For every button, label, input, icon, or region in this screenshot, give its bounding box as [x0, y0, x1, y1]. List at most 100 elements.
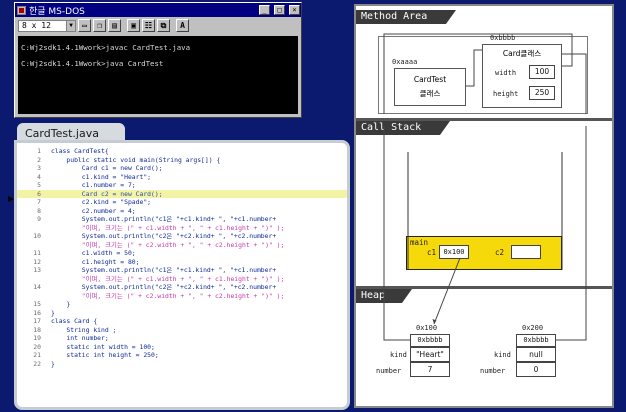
- code-text-continued: "이며, 크기는 (" + c1.width + ", " + c1.heigh…: [51, 223, 285, 232]
- obj2-number-label: number: [480, 367, 506, 375]
- fullscreen-icon[interactable]: ▣: [127, 19, 140, 32]
- code-text: }: [51, 308, 55, 317]
- line-number: 4: [37, 172, 41, 181]
- code-line[interactable]: 11 c1.width = 50;: [17, 249, 347, 258]
- cardtest-addr: 0xaaaa: [392, 58, 418, 66]
- code-line[interactable]: 7 c2.kind = "Spade";: [17, 198, 347, 207]
- line-number: 3: [37, 164, 41, 172]
- width-value: 100: [529, 65, 555, 79]
- code-line[interactable]: 1 class CardTest{: [17, 147, 347, 156]
- dos-window-title: 한글 MS-DOS: [29, 6, 85, 17]
- code-line[interactable]: 3 Card c1 = new Card();: [17, 164, 347, 173]
- code-text: Card c1 = new Card();: [51, 164, 163, 172]
- font-size-select[interactable]: 8 x 12 ▼: [18, 19, 76, 32]
- obj1-number-label: number: [376, 367, 402, 375]
- minimize-button[interactable]: _: [259, 5, 270, 15]
- c2-value: [511, 245, 541, 259]
- code-line[interactable]: 4 c1.kind = "Heart";: [17, 173, 347, 182]
- memory-diagram: Method Area 0xaaaa CardTest 클래스 0xbbbb C…: [354, 4, 614, 408]
- code-line[interactable]: 19 int number;: [17, 334, 347, 343]
- code-text: c1.kind = "Heart";: [51, 172, 152, 181]
- obj2-class-ref: 0xbbbb: [516, 334, 556, 347]
- code-line[interactable]: 13 System.out.println("c1은 "+c1.kind+ ",…: [17, 266, 347, 283]
- line-number: 8: [37, 206, 41, 215]
- code-line[interactable]: 17 class Card {: [17, 317, 347, 326]
- maximize-button[interactable]: □: [274, 5, 285, 15]
- code-text-continued: "이며, 크기는 (" + c1.width + ", " + c1.heigh…: [51, 274, 285, 283]
- dos-title-bar: 한글 MS-DOS _ □ ×: [15, 3, 301, 17]
- code-line[interactable]: 15 }: [17, 300, 347, 309]
- code-text: System.out.println("c1은 "+c1.kind+ ", "+…: [51, 266, 277, 274]
- paste-icon[interactable]: ▤: [108, 19, 121, 32]
- code-line[interactable]: 16}: [17, 309, 347, 318]
- obj1-kind-value: "Heart": [410, 347, 450, 362]
- code-line[interactable]: 22}: [17, 360, 347, 369]
- reference-lines: [383, 33, 587, 341]
- code-text: System.out.println("c1은 "+c1.kind+ ", "+…: [51, 215, 277, 223]
- font-size-select-value: 8 x 12: [22, 20, 51, 30]
- code-text: c1.width = 50;: [51, 249, 136, 257]
- code-text: System.out.println("c2은 "+c2.kind+ ", "+…: [51, 232, 277, 240]
- code-line[interactable]: 8 c2.number = 4;: [17, 207, 347, 216]
- line-number: 12: [33, 257, 41, 266]
- line-number: 10: [33, 232, 41, 240]
- properties-icon[interactable]: ☷: [142, 19, 155, 32]
- code-text: class CardTest{: [51, 147, 109, 155]
- dos-toolbar: 8 x 12 ▼ ▭ ❐ ▤ ▣ ☷ ⧉ A: [15, 17, 301, 34]
- code-text: }: [51, 300, 71, 308]
- divider: [356, 286, 612, 289]
- cardtest-class-box: CardTest 클래스: [394, 68, 466, 106]
- line-number: 19: [33, 334, 41, 342]
- code-text: class Card {: [51, 317, 98, 325]
- tab-cardtest-java[interactable]: CardTest.java: [17, 123, 125, 143]
- line-number: 21: [33, 351, 41, 359]
- height-value: 250: [529, 86, 555, 100]
- code-line[interactable]: 14 System.out.println("c2은 "+c2.kind+ ",…: [17, 283, 347, 300]
- obj2-kind-label: kind: [494, 351, 511, 359]
- code-line[interactable]: 9 System.out.println("c1은 "+c1.kind+ ", …: [17, 215, 347, 232]
- dos-window: 한글 MS-DOS _ □ × 8 x 12 ▼ ▭ ❐ ▤ ▣ ☷ ⧉ A C…: [14, 2, 302, 118]
- code-text: static int width = 100;: [51, 342, 155, 351]
- code-line-current[interactable]: 6 Card c2 = new Card();: [17, 189, 347, 198]
- line-number: 9: [37, 215, 41, 223]
- code-line[interactable]: 20 static int width = 100;: [17, 343, 347, 352]
- height-label: height: [493, 90, 519, 98]
- code-line[interactable]: 18 String kind ;: [17, 326, 347, 335]
- obj1-number-value: 7: [410, 362, 450, 377]
- close-button[interactable]: ×: [289, 5, 300, 15]
- obj2-number-value: 0: [516, 362, 556, 377]
- c2-label: c2: [495, 248, 505, 257]
- line-number: 15: [33, 300, 41, 308]
- c1-label: c1: [427, 248, 437, 257]
- obj1-kind-label: kind: [390, 351, 407, 359]
- line-number: 22: [33, 359, 41, 368]
- line-number: 14: [33, 283, 41, 291]
- code-line[interactable]: 21 static int height = 250;: [17, 351, 347, 360]
- code-line[interactable]: 12 c1.height = 80;: [17, 258, 347, 267]
- code-text: public static void main(String args[]) {: [51, 155, 221, 164]
- line-number: 2: [37, 155, 41, 164]
- mark-icon[interactable]: ▭: [78, 19, 91, 32]
- cardtest-class-sub: 클래스: [419, 89, 441, 98]
- dos-app-icon: [17, 5, 26, 15]
- width-label: width: [495, 69, 517, 77]
- line-number: 7: [37, 198, 41, 206]
- background-icon[interactable]: ⧉: [157, 19, 170, 32]
- cardtest-class-name: CardTest: [413, 75, 447, 84]
- card-class-addr: 0xbbbb: [490, 34, 516, 42]
- line-number: 1: [37, 147, 41, 155]
- line-number: 6: [37, 189, 41, 198]
- copy-icon[interactable]: ❐: [93, 19, 106, 32]
- line-number: 18: [33, 325, 41, 334]
- line-number: 17: [33, 317, 41, 325]
- code-line[interactable]: 10 System.out.println("c2은 "+c2.kind+ ",…: [17, 232, 347, 249]
- code-line[interactable]: 2 public static void main(String args[])…: [17, 156, 347, 165]
- divider: [356, 118, 612, 121]
- code-line[interactable]: 5 c1.number = 7;: [17, 181, 347, 190]
- font-button[interactable]: A: [176, 19, 189, 32]
- obj1-addr: 0x100: [416, 324, 438, 332]
- console-line: C:Wj2sdk1.4.1Wwork>javac CardTest.java: [21, 43, 191, 52]
- card-class-box: Card클래스 width 100 height 250: [482, 44, 562, 108]
